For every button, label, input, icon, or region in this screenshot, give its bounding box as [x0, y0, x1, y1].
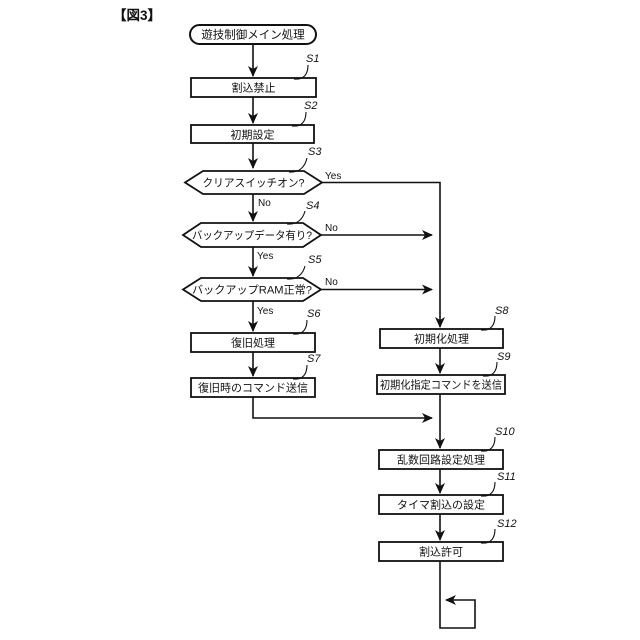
leader-squiggle-s3 [288, 157, 308, 173]
process-label-s1: 割込禁止 [232, 81, 276, 95]
process-label-s11: タイマ割込の設定 [397, 498, 485, 512]
leader-squiggle-s10 [480, 436, 496, 452]
process-label-s12: 割込許可 [419, 545, 463, 559]
process-box-s7 [190, 377, 316, 398]
leader-squiggle-s5 [286, 265, 306, 280]
step-tag-s5: S5 [308, 254, 322, 266]
flow-line-s7-to-trunk [252, 397, 433, 423]
process-label-s2: 初期設定 [231, 128, 275, 142]
step-tag-s2: S2 [304, 100, 317, 112]
flow-line-s3-yes-to-s8 [322, 181, 445, 328]
step-tag-s7: S7 [307, 353, 321, 365]
decision-label-s4: バックアップデータ有り? [192, 228, 312, 242]
process-box-s11 [378, 494, 504, 515]
process-box-s8 [379, 328, 504, 349]
decision-shape-s3 [183, 170, 324, 195]
decision-label-s3: クリアスイッチオン? [203, 177, 305, 190]
leader-squiggle-s11 [480, 481, 496, 497]
process-label-s7: 復旧時のコマンド送信 [198, 381, 308, 395]
leader-squiggle-s1 [293, 64, 309, 80]
loop-back-line [439, 561, 476, 629]
step-tag-s4: S4 [306, 200, 319, 212]
leader-squiggle-s6 [292, 319, 308, 335]
decision-shape-s4 [181, 222, 323, 248]
leader-squiggle-s2 [291, 111, 307, 127]
leader-squiggle-s8 [480, 315, 496, 331]
step-tag-s9: S9 [497, 351, 510, 363]
decision-label-s5: バックアップRAM正常? [192, 284, 312, 297]
step-tag-s10: S10 [495, 426, 515, 438]
process-box-s12 [378, 541, 504, 562]
start-terminal-shape [189, 24, 317, 45]
decision-shape-s5 [181, 277, 323, 302]
step-tag-s8: S8 [495, 305, 509, 317]
process-box-s2 [190, 124, 315, 144]
leader-squiggle-s9 [482, 361, 498, 377]
figure-title: 【図3】 [113, 8, 161, 23]
process-label-s9: 初期化指定コマンドを送信 [380, 378, 502, 392]
branch-no-label-s5: No [325, 277, 338, 288]
leader-squiggle-s4 [286, 210, 306, 225]
process-label-s8: 初期化処理 [414, 332, 469, 346]
process-label-s6: 復旧処理 [231, 337, 275, 350]
process-box-s1 [190, 77, 317, 98]
process-box-s9 [376, 374, 506, 395]
step-tag-s12: S12 [497, 518, 517, 530]
branch-no-label-s4: No [325, 223, 338, 234]
branch-no-label-s3: No [258, 198, 271, 209]
branch-yes-label-s3: Yes [325, 171, 341, 182]
leader-squiggle-s7 [292, 364, 308, 380]
process-label-s10: 乱数回路設定処理 [397, 453, 485, 467]
start-terminal-label: 遊技制御メイン処理 [201, 28, 305, 42]
step-tag-s1: S1 [306, 53, 319, 65]
process-box-s6 [190, 332, 316, 353]
leader-squiggle-s12 [480, 528, 496, 544]
step-tag-s3: S3 [308, 146, 322, 158]
branch-yes-label-s4: Yes [257, 251, 273, 262]
step-tag-s11: S11 [497, 471, 516, 483]
branch-yes-label-s5: Yes [257, 306, 273, 317]
process-box-s10 [378, 449, 504, 470]
step-tag-s6: S6 [307, 308, 321, 320]
